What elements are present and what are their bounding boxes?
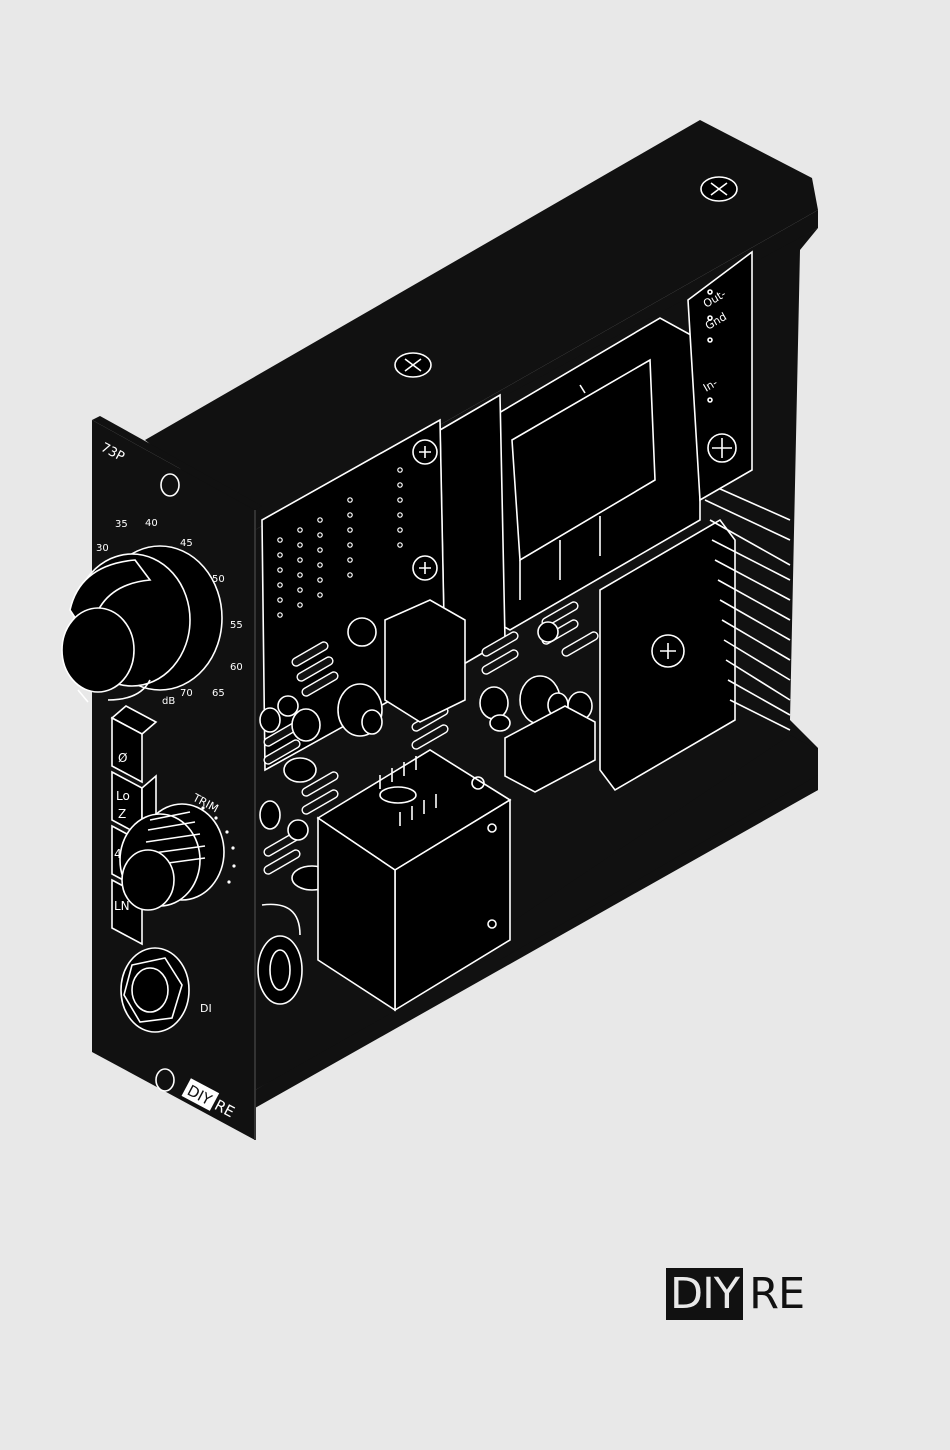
di-label: DI — [200, 1002, 212, 1015]
gain-mark-30: 30 — [96, 543, 109, 554]
gain-mark-55: 55 — [230, 620, 243, 631]
phase-button-label: Ø — [118, 751, 127, 765]
gain-mark-70: 70 — [180, 688, 193, 699]
gain-mark-45: 45 — [180, 538, 193, 549]
gain-unit-label: dB — [162, 696, 175, 707]
top-screw-2 — [701, 177, 737, 201]
loz-button-label: Lo — [116, 789, 130, 803]
brand-logo: DIY RE — [666, 1268, 804, 1320]
front-panel: 73P 30 35 40 45 50 55 60 65 70 dB — [62, 416, 262, 1140]
gain-mark-35: 35 — [115, 519, 128, 530]
gain-mark-60: 60 — [230, 662, 243, 673]
gain-mark-65: 65 — [212, 688, 225, 699]
di-jack[interactable] — [121, 948, 189, 1032]
top-screw-1 — [395, 353, 431, 377]
svg-text:Z: Z — [118, 807, 126, 821]
brand-logo-plain: RE — [743, 1268, 804, 1320]
gain-mark-40: 40 — [145, 518, 158, 529]
brand-logo-boxed: DIY — [666, 1268, 743, 1320]
line-button-label: LN — [114, 899, 130, 913]
